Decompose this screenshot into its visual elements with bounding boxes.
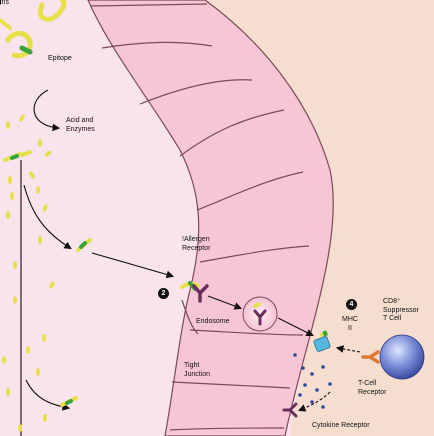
cytokine-arrow: [297, 391, 331, 412]
endosome-label: Endosome: [196, 318, 230, 325]
endosome-complex: [253, 302, 267, 326]
acid-arrow: [33, 89, 61, 132]
tcr-to-mhc-arrow: [335, 345, 361, 353]
mhc-ii: [313, 330, 331, 352]
allergen-receptor-label: !Allergen Receptor: [182, 236, 211, 252]
epitope-label: Epitope: [48, 55, 72, 62]
step-2-badge: 2: [158, 288, 169, 299]
endosome: [242, 296, 278, 332]
mhc-ii-label: MHC II: [342, 316, 358, 332]
cytokine-receptor-label: Cytokine Receptor: [312, 422, 370, 429]
peptide-dots: [2, 114, 55, 432]
top-left-label: ins: [0, 0, 9, 6]
tight-junction-label: Tight Junction: [184, 362, 211, 378]
cytokine-dots: [293, 353, 332, 409]
to-endosome-arrow: [207, 295, 243, 310]
lower-left-arrow: [25, 379, 71, 411]
cell-borders: [90, 3, 310, 431]
epithelium: [87, 0, 334, 436]
tight-junction: [181, 299, 199, 335]
cd8-t-cell: [379, 334, 425, 380]
to-mhc-arrow: [277, 317, 314, 336]
left-branch-arrow: [23, 184, 72, 250]
t-cell-receptor: [361, 350, 380, 364]
allergen-receptor-complex: [180, 281, 209, 303]
lamina-propria: [180, 0, 434, 436]
acid-enzymes-label: Acid and Enzymes: [66, 117, 95, 133]
cytokine-receptor: [282, 402, 298, 418]
to-receptor-arrow: [91, 252, 175, 279]
cd8-t-cell-label: CD8⁺ Suppressor T Cell: [383, 298, 419, 322]
step-4-badge: 4: [346, 299, 357, 310]
allergen-fragments: [0, 0, 92, 407]
t-cell-receptor-label: T-Cell Receptor: [358, 380, 387, 396]
